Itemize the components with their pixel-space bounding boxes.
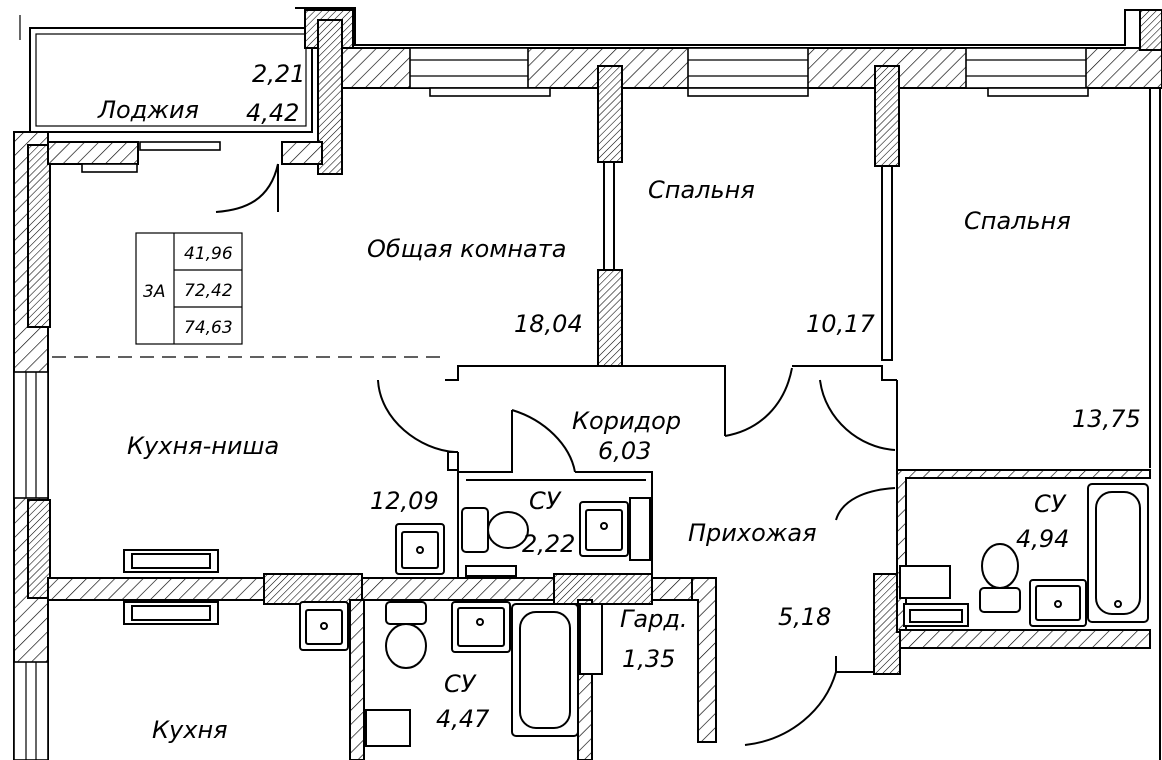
wardrobe-area: 1,35 — [622, 645, 675, 673]
bath-right-name: СУ — [1034, 490, 1067, 518]
room-labels: 2,21 Лоджия 4,42 Общая комната 18,04 Спа… — [97, 60, 1141, 744]
bedroom1-area: 10,17 — [806, 310, 875, 338]
bath-right-area: 4,94 — [1016, 525, 1069, 553]
kitchen-niche-name: Кухня-ниша — [127, 432, 279, 460]
corridor-area: 6,03 — [598, 437, 651, 465]
wardrobe-name: Гард. — [620, 605, 688, 633]
bedroom2-name: Спальня — [964, 207, 1071, 235]
loggia-name: Лоджия — [97, 96, 199, 124]
apartment-total-with-loggia: 74,63 — [184, 318, 233, 338]
bath-bottom-name: СУ — [444, 670, 477, 698]
corridor-name: Коридор — [572, 407, 681, 435]
partition-bedrooms — [874, 65, 900, 361]
bath-bottom-area: 4,47 — [436, 705, 490, 733]
kitchen-niche-area: 12,09 — [370, 487, 439, 515]
bath-small-name: СУ — [529, 487, 562, 515]
apartment-living-area: 41,96 — [184, 244, 233, 264]
apartment-summary-table: 3А 41,96 72,42 74,63 — [135, 232, 243, 345]
kitchen-niche-sink — [123, 523, 445, 575]
bath-small — [447, 409, 653, 578]
loggia-dim: 2,21 — [252, 60, 305, 88]
top-exterior-wall — [295, 7, 1162, 97]
apartment-type: 3А — [143, 282, 165, 302]
hall-area: 5,18 — [778, 603, 831, 631]
loggia-wall — [47, 141, 323, 213]
hall-name: Прихожая — [688, 519, 817, 547]
left-exterior-wall — [13, 131, 51, 760]
kitchen-name: Кухня — [152, 716, 228, 744]
bath-small-area: 2,22 — [522, 530, 575, 558]
middle-wall — [47, 573, 717, 625]
living-room-name: Общая комната — [367, 235, 566, 263]
living-room-area: 18,04 — [514, 310, 583, 338]
partition-living-bedroom — [597, 65, 623, 367]
hall-right — [744, 469, 1151, 746]
bath-bottom — [299, 577, 717, 760]
loggia-area: 4,42 — [246, 99, 299, 127]
apartment-total-area: 72,42 — [184, 281, 233, 301]
bedroom1-name: Спальня — [648, 176, 755, 204]
bedroom2-area: 13,75 — [1072, 405, 1141, 433]
right-exterior-wall — [1149, 88, 1161, 760]
